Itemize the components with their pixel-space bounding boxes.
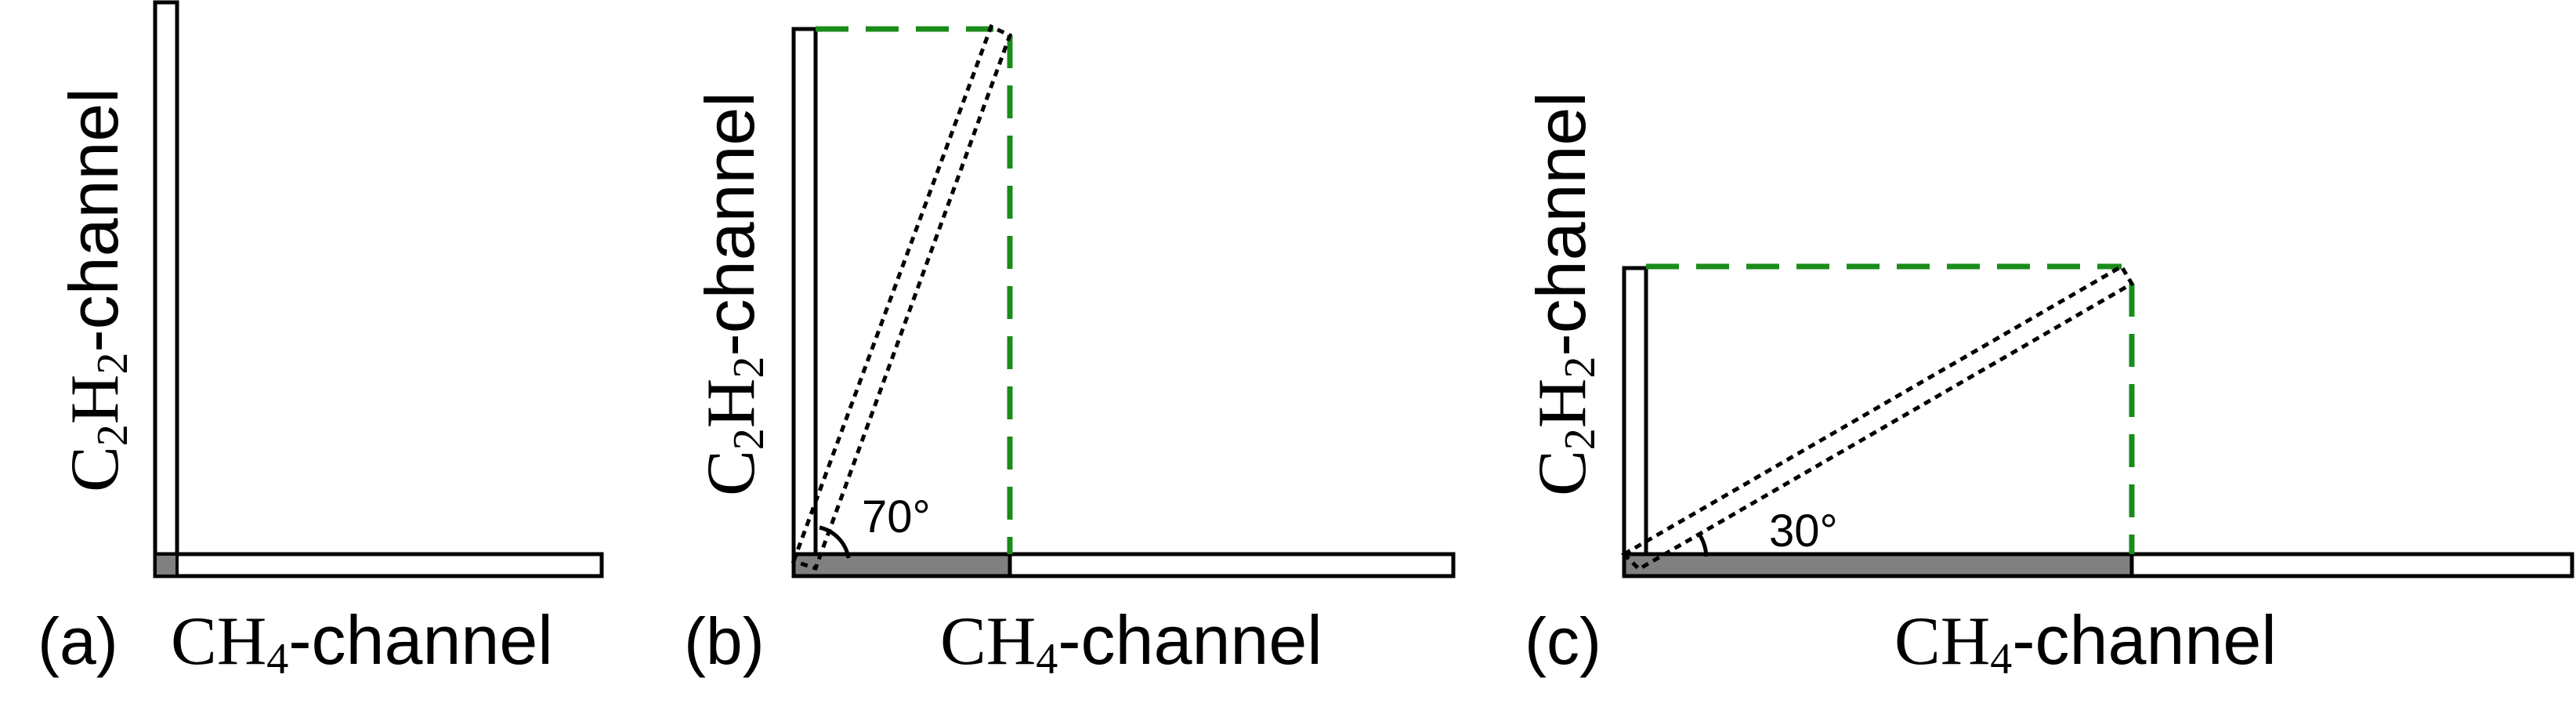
y-axis-label: C2H2-channel: [691, 92, 773, 496]
panel-b: 70° (b) CH4-channel C2H2-channel: [684, 24, 1456, 683]
angle-arc: [819, 525, 851, 559]
ch4-channel-bar: [153, 552, 604, 578]
projection-shaded-bar: [791, 552, 1012, 578]
y-axis-label: C2H2-channel: [1522, 92, 1605, 496]
angle-label: 70°: [862, 491, 931, 542]
angle-arc: [1696, 531, 1709, 557]
c2h2-channel-bar: [153, 0, 179, 578]
c2h2-channel-bar: [1622, 266, 1648, 578]
overlap-shaded-square: [154, 553, 179, 578]
panel-label: (a): [38, 604, 118, 678]
panel-c: 30° (c) CH4-channel C2H2-channel: [1522, 92, 2574, 683]
angle-label: 30°: [1769, 506, 1838, 556]
tilted-channel: [1620, 263, 2135, 572]
x-axis-label: CH4-channel: [171, 601, 553, 683]
y-axis-label: C2H2-channel: [55, 88, 137, 492]
panel-a: (a) CH4-channel C2H2-channel: [38, 0, 604, 683]
projection-shaded-bar: [1622, 552, 2134, 578]
panel-label: (b): [684, 604, 765, 678]
c2h2-channel-bar: [791, 27, 818, 578]
x-axis-label: CH4-channel: [940, 601, 1322, 683]
tilted-channel: [791, 24, 1013, 571]
panel-label: (c): [1525, 604, 1601, 678]
x-axis-label: CH4-channel: [1894, 601, 2277, 683]
